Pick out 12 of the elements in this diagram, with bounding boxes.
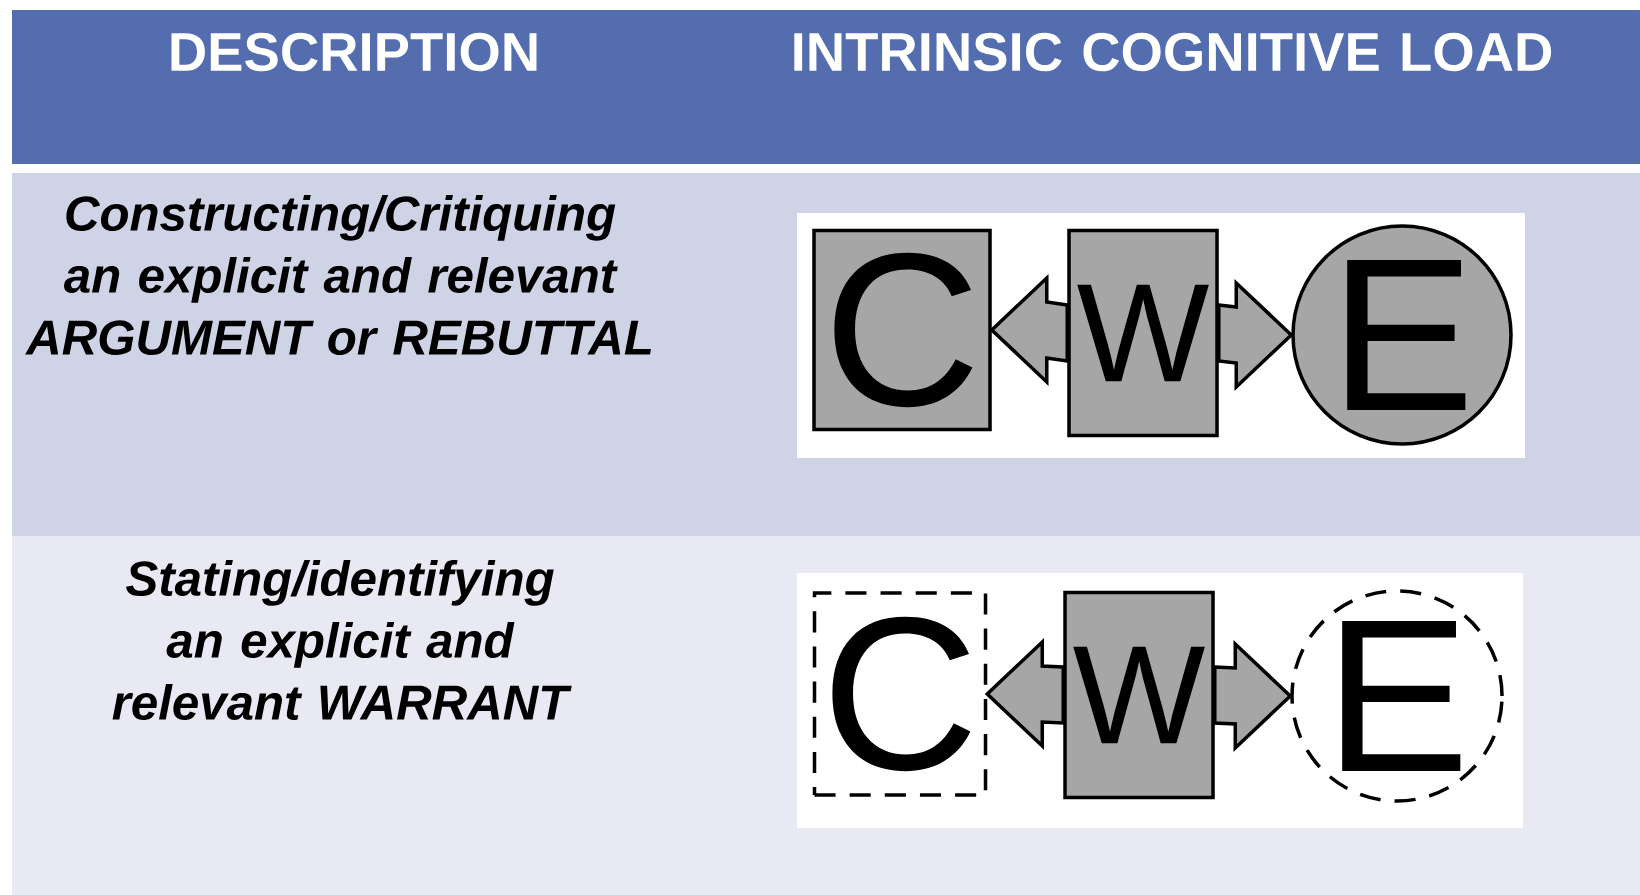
arrow [989, 273, 1069, 387]
arrow [1213, 639, 1293, 753]
column-header: INTRINSIC COGNITIVE LOAD [794, 32, 1552, 72]
letter-box: W [1063, 590, 1215, 800]
letter-box: C [812, 228, 992, 432]
column-header: DESCRIPTION [171, 32, 537, 72]
arrow [1217, 278, 1294, 392]
description-text: Stating/identifying an explicit and relevant WARRANT [112, 559, 572, 721]
letter-box: W [1067, 228, 1219, 438]
description-text: Constructing/Critiquing an explicit and relevant ARGUMENT or REBUTTAL [25, 194, 651, 356]
arrow [984, 637, 1065, 751]
letter-box: C [812, 591, 988, 797]
